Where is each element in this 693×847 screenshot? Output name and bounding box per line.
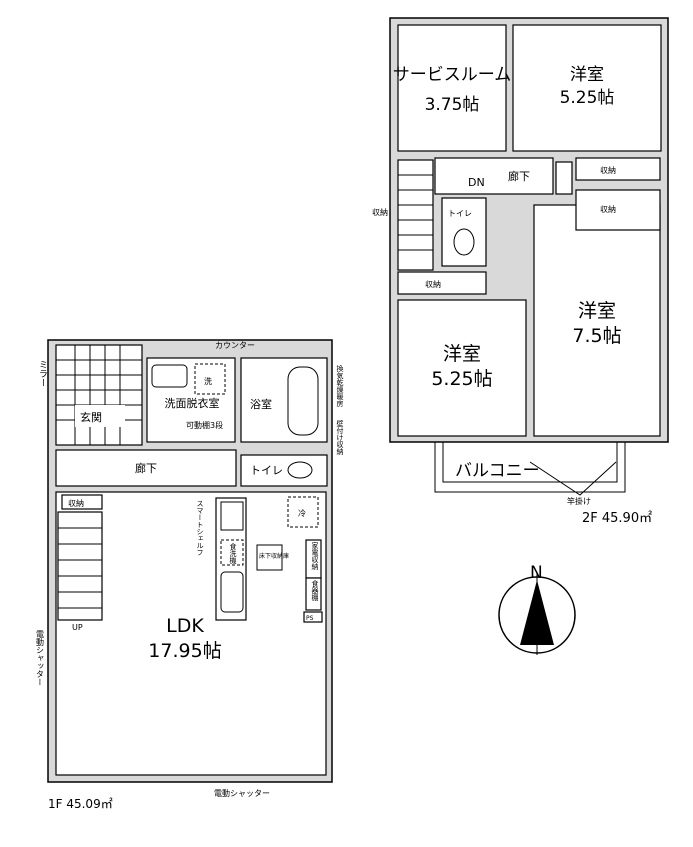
toilet-2f: トイレ 収納: [372, 197, 487, 267]
svg-text:カウンター: カウンター: [215, 341, 255, 350]
svg-text:17.95帖: 17.95帖: [148, 640, 221, 662]
svg-text:UP: UP: [72, 623, 83, 632]
shutter-side-label: 電動シャッター: [36, 630, 45, 686]
toilet-1f: トイレ: [240, 454, 328, 487]
floor-2: サービスルーム 3.75帖 洋室 5.25帖 廊下 DN トイレ 収納 洋室 5…: [372, 17, 669, 526]
svg-text:換気乾燥暖房: 換気乾燥暖房: [336, 364, 344, 408]
svg-text:5.25帖: 5.25帖: [560, 88, 615, 108]
svg-text:トイレ: トイレ: [448, 209, 472, 218]
svg-text:竿掛け: 竿掛け: [567, 496, 591, 506]
svg-text:壁付け収納: 壁付け収納: [336, 419, 344, 456]
svg-text:洗面脱衣室: 洗面脱衣室: [165, 396, 220, 410]
svg-text:床下収納庫: 床下収納庫: [259, 552, 289, 560]
svg-text:収納: 収納: [425, 279, 441, 289]
svg-text:7.5帖: 7.5帖: [572, 325, 621, 347]
svg-text:収納: 収納: [600, 165, 616, 175]
svg-text:収納: 収納: [600, 204, 616, 214]
shutter-bottom-label: 電動シャッター: [214, 789, 270, 798]
svg-text:廊下: 廊下: [135, 461, 157, 475]
svg-text:N: N: [530, 563, 543, 583]
svg-text:PS: PS: [306, 615, 314, 622]
western-room-se: 洋室 7.5帖: [533, 204, 661, 437]
svg-text:バルコニー: バルコニー: [455, 461, 540, 481]
svg-text:浴室: 浴室: [250, 397, 272, 411]
svg-text:廊下: 廊下: [508, 169, 530, 183]
svg-text:家電収納: 家電収納: [311, 541, 319, 571]
svg-text:食洗機: 食洗機: [229, 542, 237, 565]
western-room-sw: 洋室 5.25帖: [397, 299, 527, 437]
svg-text:洋室: 洋室: [570, 65, 604, 85]
storage-2f: 収納 収納 収納: [397, 157, 661, 295]
svg-text:冷: 冷: [298, 508, 306, 518]
svg-text:トイレ: トイレ: [250, 464, 283, 477]
svg-text:ミラー: ミラー: [37, 360, 47, 387]
service-room: サービスルーム 3.75帖: [393, 24, 512, 152]
svg-text:サービスルーム: サービスルーム: [393, 65, 512, 85]
svg-text:3.75帖: 3.75帖: [425, 95, 480, 115]
floor-1: 玄関 ミラー 洗 洗面脱衣室 可動棚3段 カウンター 浴室 換気乾燥暖房 壁付け…: [36, 339, 344, 811]
floor-2-area: 2F 45.90㎡: [582, 511, 652, 526]
svg-text:5.25帖: 5.25帖: [431, 368, 492, 390]
stairs-2f: DN: [397, 159, 485, 271]
western-room-ne: 洋室 5.25帖: [512, 24, 662, 152]
svg-text:収納: 収納: [68, 498, 84, 508]
svg-text:可動棚3段: 可動棚3段: [186, 420, 223, 430]
hallway-2f: 廊下: [434, 157, 554, 195]
balcony: バルコニー 竿掛け: [434, 441, 626, 506]
north-compass: N: [498, 563, 576, 655]
svg-text:洋室: 洋室: [443, 343, 481, 365]
svg-text:LDK: LDK: [166, 615, 204, 637]
washroom: 洗 洗面脱衣室 可動棚3段 カウンター: [146, 341, 255, 443]
svg-text:DN: DN: [468, 176, 485, 189]
bathroom: 浴室 換気乾燥暖房 壁付け収納: [240, 357, 344, 456]
floor-1-area: 1F 45.09㎡: [48, 797, 113, 811]
svg-text:収納: 収納: [372, 207, 388, 217]
hallway-1f: 廊下: [55, 449, 237, 487]
ldk: 収納 UP スマートシェルフ 食洗機 床下収納庫 冷 家電収納 食器棚 PS L…: [55, 491, 327, 776]
svg-text:玄関: 玄関: [80, 410, 102, 424]
svg-text:洋室: 洋室: [578, 300, 616, 322]
entrance: 玄関 ミラー: [37, 344, 143, 446]
svg-text:スマートシェルフ: スマートシェルフ: [196, 500, 204, 556]
svg-text:食器棚: 食器棚: [311, 579, 319, 602]
svg-text:洗: 洗: [204, 376, 212, 386]
